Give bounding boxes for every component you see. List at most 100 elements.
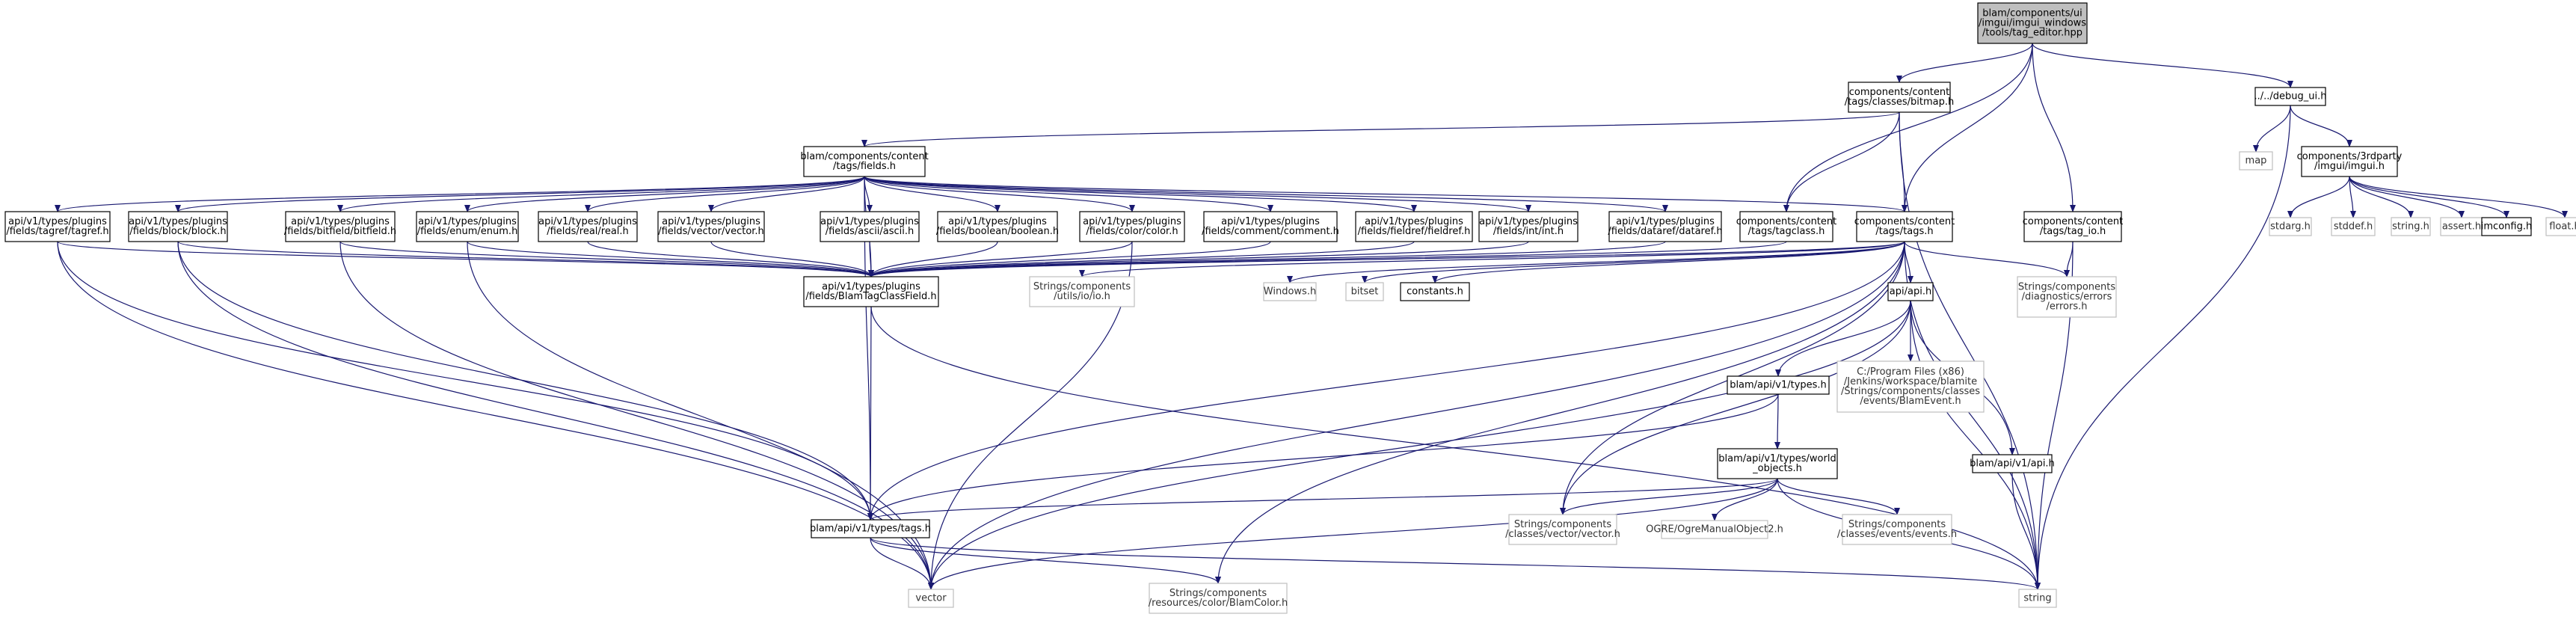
node-box — [2440, 217, 2483, 236]
node-box — [2023, 211, 2122, 242]
edge-tagref_h-to-classfield_h — [57, 241, 874, 277]
edge-tags_h-to-io_h — [1079, 241, 1905, 277]
edge-tags_h-to-apitags_h — [867, 241, 1905, 521]
node-tag_io_h[interactable]: components/content/tags/tag_io.h — [2023, 211, 2123, 242]
node-imgui_h[interactable]: components/3rdparty/imgui/imgui.h — [2297, 146, 2403, 177]
node-label-line: blam/api/v1/types.h — [1730, 380, 1827, 391]
node-world_objects_h[interactable]: blam/api/v1/types/world_objects.h — [1717, 448, 1838, 479]
node-label-line: /fields/boolean/boolean.h — [936, 226, 1059, 237]
node-apiv1types_h[interactable]: blam/api/v1/types.h — [1727, 375, 1830, 395]
node-vector_h[interactable]: api/v1/types/plugins/fields/vector/vecto… — [657, 211, 765, 242]
node-box — [1149, 583, 1288, 614]
edge-dataref_h-to-classfield_h — [868, 241, 1666, 277]
node-box — [1739, 211, 1833, 242]
edge-apitags_h-to-vector — [870, 537, 934, 590]
node-tag_editor[interactable]: blam/components/ui/imgui/imgui_windows/t… — [1977, 2, 2088, 44]
node-constants_h[interactable]: constants.h — [1400, 282, 1470, 301]
node-label-line: Strings/components — [2018, 282, 2115, 293]
node-label-line: /fields/comment/comment.h — [1202, 226, 1339, 237]
node-label-line: api/v1/types/plugins — [129, 216, 227, 227]
node-label-line: components/3rdparty — [2297, 151, 2403, 162]
node-box — [1508, 514, 1617, 545]
node-label-line: api/v1/types/plugins — [1479, 216, 1578, 227]
node-classfield_h[interactable]: api/v1/types/plugins/fields/BlamTagClass… — [803, 276, 939, 307]
node-block_h[interactable]: api/v1/types/plugins/fields/block/block.… — [128, 211, 228, 242]
edge-color_h-to-classfield_h — [868, 241, 1133, 277]
node-io_h: Strings/components/utils/io/io.h — [1029, 276, 1135, 307]
node-box — [1355, 211, 1473, 242]
node-comment_h[interactable]: api/v1/types/plugins/fields/comment/comm… — [1202, 211, 1339, 242]
node-debug_ui_h[interactable]: ../../debug_ui.h — [2254, 87, 2327, 106]
edge-tagref_h-to-vector — [57, 241, 934, 590]
node-bitfield_h[interactable]: api/v1/types/plugins/fields/bitfield/bit… — [284, 211, 396, 242]
node-box — [1836, 360, 1985, 413]
node-label-line: api/v1/types/plugins — [948, 216, 1047, 227]
edge-comment_h-to-classfield_h — [868, 241, 1271, 277]
node-label-line: /tags/classes/bitmap.h — [1845, 96, 1955, 108]
node-label-line: api/v1/types/plugins — [820, 216, 919, 227]
node-box — [128, 211, 228, 242]
edge-world_objects_h-to-vector — [928, 478, 1778, 590]
node-label-line: Strings/components — [1514, 519, 1611, 530]
node-label-line: bitset — [1351, 286, 1379, 298]
node-label-line: api/v1/types/plugins — [822, 281, 920, 292]
edge-bitmap_h-to-fields_h — [861, 111, 1900, 147]
node-apitags_h[interactable]: blam/api/v1/types/tags.h — [810, 519, 931, 538]
node-box — [1263, 282, 1317, 301]
node-vectorclass_h: Strings/components/classes/vector/vector… — [1505, 514, 1620, 545]
node-apiv1_api_h[interactable]: blam/api/v1/api.h — [1970, 454, 2055, 473]
edge-tag_editor-to-debug_ui_h — [2032, 43, 2293, 88]
edge-classfield_h-to-apitags_h — [867, 306, 874, 521]
edge-api_h-to-vector — [928, 300, 1911, 590]
node-blamcolor_h: Strings/components/resources/color/BlamC… — [1149, 583, 1288, 614]
node-label-line: /fields/bitfield/bitfield.h — [284, 226, 396, 237]
node-float_h: float.h — [2545, 217, 2576, 236]
node-label-line: api/v1/types/plugins — [1365, 216, 1463, 227]
node-label-line: constants.h — [1407, 286, 1463, 298]
node-real_h[interactable]: api/v1/types/plugins/fields/real/real.h — [538, 211, 638, 242]
node-tagclass_h[interactable]: components/content/tags/tagclass.h — [1736, 211, 1836, 242]
edge-tags_h-to-classfield_h — [868, 241, 1905, 277]
edge-debug_ui_h-to-map — [2253, 105, 2291, 153]
node-bitmap_h[interactable]: components/content/tags/classes/bitmap.h — [1845, 82, 1955, 113]
node-fieldref_h[interactable]: api/v1/types/plugins/fields/fieldref/fie… — [1355, 211, 1473, 242]
node-boolean_h[interactable]: api/v1/types/plugins/fields/boolean/bool… — [936, 211, 1059, 242]
node-imconfig[interactable]: imconfig.h — [2481, 217, 2532, 236]
node-label-line: /imgui/imgui_windows — [1979, 18, 2086, 29]
node-map: map — [2239, 151, 2273, 171]
node-tagref_h[interactable]: api/v1/types/plugins/fields/tagref/tagre… — [4, 211, 111, 242]
node-box — [1203, 211, 1338, 242]
node-label-line: /tags/fields.h — [833, 161, 896, 172]
node-label-line: imconfig.h — [2481, 221, 2532, 233]
node-api_h[interactable]: api/api.h — [1887, 282, 1934, 301]
node-box — [1848, 82, 1951, 113]
edge-fields_h-to-tagref_h — [55, 176, 865, 212]
node-fields_h[interactable]: blam/components/content/tags/fields.h — [800, 146, 929, 177]
edge-apitags_h-to-blamcolor_h — [870, 537, 1221, 584]
node-int_h[interactable]: api/v1/types/plugins/fields/int/int.h — [1478, 211, 1579, 242]
edge-api_h-to-string — [1910, 300, 2041, 590]
node-string: string — [2018, 589, 2057, 608]
node-enum_h[interactable]: api/v1/types/plugins/fields/enum/enum.h — [416, 211, 519, 242]
node-label-line: /classes/vector/vector.h — [1505, 529, 1620, 540]
edge-imgui_h-to-string_h — [2349, 176, 2414, 218]
node-box — [1717, 448, 1838, 479]
edge-tag_editor-to-bitmap_h — [1896, 43, 2033, 83]
node-box — [1345, 282, 1384, 301]
edge-apiv1types_h-to-apitags_h — [867, 393, 1779, 521]
node-box — [908, 589, 954, 608]
node-label-line: /fields/color/color.h — [1086, 226, 1178, 237]
edge-apitags_h-to-string — [870, 537, 2041, 590]
node-label-line: /fields/dataref/dataref.h — [1608, 226, 1722, 237]
node-color_h[interactable]: api/v1/types/plugins/fields/color/color.… — [1079, 211, 1185, 242]
node-label-line: api/v1/types/plugins — [1616, 216, 1715, 227]
node-label-line: /tags/tag_io.h — [2040, 226, 2106, 237]
node-tags_h[interactable]: components/content/tags/tags.h — [1854, 211, 1955, 242]
edge-api_h-to-vectorclass_h — [1560, 300, 1911, 515]
node-box — [1972, 454, 2053, 473]
edge-bitmap_h-to-tagclass_h — [1783, 111, 1900, 212]
node-dataref_h[interactable]: api/v1/types/plugins/fields/dataref/data… — [1608, 211, 1723, 242]
node-ogre_h: OGRE/OgreManualObject2.h — [1646, 520, 1783, 539]
node-label-line: Strings/components — [1033, 281, 1131, 292]
node-ascii_h[interactable]: api/v1/types/plugins/fields/ascii/ascii.… — [820, 211, 920, 242]
